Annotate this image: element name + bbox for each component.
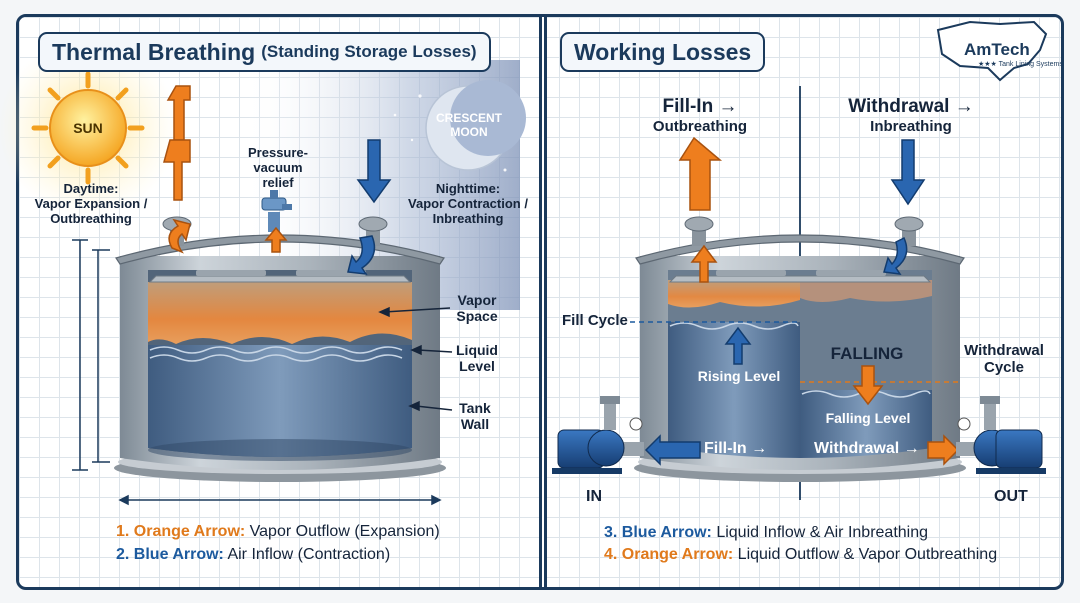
daytime-label: Daytime:Vapor Expansion /Outbreathing [34, 181, 148, 226]
rising-level-label: Rising Level [697, 368, 781, 384]
blue-inflow-arrows [347, 139, 392, 275]
legend-item-4: 4. Orange Arrow: Liquid Outflow & Vapor … [604, 546, 998, 563]
falling-level-label: Falling Level [825, 410, 911, 426]
in-label: IN [586, 488, 602, 505]
thermal-title-box: Thermal Breathing (Standing Storage Loss… [38, 32, 491, 72]
withdrawal-flow-label: Withdrawal → [814, 440, 920, 457]
thermal-tank [114, 190, 446, 482]
callout-pointers [378, 306, 453, 412]
logo-tagline: ★★★ Tank Lining Systems [978, 61, 1063, 68]
out-label: OUT [994, 488, 1028, 505]
outlet-pump [956, 396, 1046, 474]
logo-name: AmTech [964, 40, 1030, 59]
falling-label: FALLING [830, 344, 904, 363]
working-title-box: Working Losses [560, 32, 766, 72]
legend-item-3: 3. Blue Arrow: Liquid Inflow & Air Inbre… [604, 524, 929, 541]
thermal-title: Thermal Breathing [52, 38, 256, 65]
sun-label: SUN [73, 120, 103, 136]
withdrawal-heading: Withdrawal → Inbreathing [848, 96, 974, 135]
legend-item-2: 2. Blue Arrow: Air Inflow (Contraction) [116, 546, 391, 563]
sun-icon [31, 71, 145, 185]
working-title: Working Losses [574, 38, 752, 65]
panel-divider [539, 17, 547, 587]
fill-cycle-label: Fill Cycle [562, 312, 628, 329]
fill-in-heading: Fill-In → Outbreathing [652, 96, 748, 135]
cycle-level-lines [630, 321, 960, 383]
fill-in-flow-label: Fill-In → [704, 440, 768, 457]
nighttime-label: Nighttime:Vapor Contraction /Inbreathing [408, 181, 528, 226]
orange-outbreathing-arrows [678, 136, 960, 466]
dimension-lines [72, 239, 442, 506]
inlet-pump [552, 396, 644, 474]
legend-item-1: 1. Orange Arrow: Vapor Outflow (Expansio… [116, 523, 440, 540]
thermal-subtitle: (Standing Storage Losses) [261, 42, 477, 61]
working-tank [634, 216, 966, 482]
orange-outflow-arrows [163, 85, 288, 254]
amtech-logo [936, 20, 1048, 82]
blue-inflow-arrows-right [644, 139, 926, 466]
crescent-moon-icon [425, 80, 526, 171]
